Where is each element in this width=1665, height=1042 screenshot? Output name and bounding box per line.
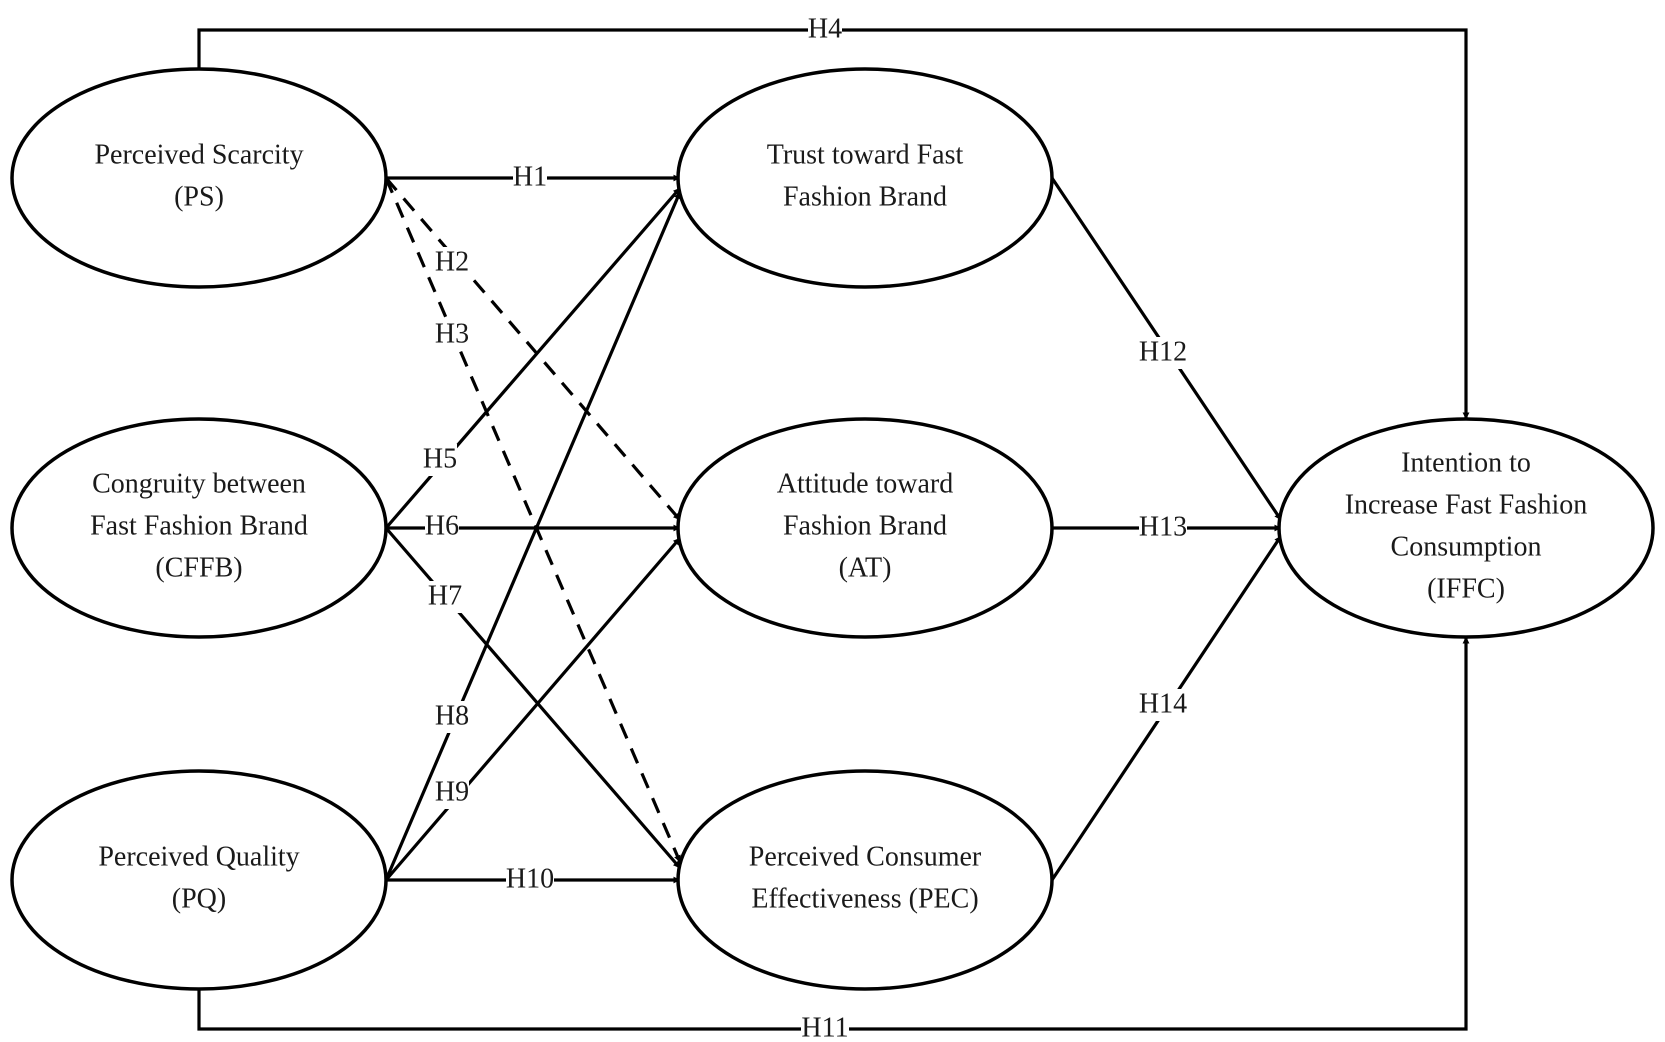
edge-h5-cffb-to-tr — [384, 186, 682, 530]
construct-label-line: Perceived Consumer — [749, 841, 982, 872]
construct-label-line: Attitude toward — [777, 468, 954, 499]
construct-label-line: Effectiveness (PEC) — [751, 883, 978, 914]
construct-label-line: (PQ) — [172, 883, 226, 914]
edge-label-background — [423, 444, 457, 476]
hypothesis-label-h6: H6 — [425, 510, 459, 541]
construct-node-pq: Perceived Quality (PQ) — [10, 769, 388, 991]
hypothesis-label-h4: H4 — [808, 13, 842, 44]
edge-label-background — [435, 247, 469, 279]
construct-label-line: Perceived Scarcity — [94, 139, 303, 170]
hypothesis-label-h3: H3 — [435, 318, 469, 349]
construct-label-line: Fashion Brand — [783, 510, 947, 541]
construct-label-line: (PS) — [174, 181, 224, 212]
construct-label-line: Fast Fashion Brand — [90, 510, 308, 541]
construct-label-line: (IFFC) — [1427, 573, 1505, 604]
construct-ellipse — [10, 769, 388, 991]
edge-label-background — [808, 14, 842, 46]
hypothesis-label-h9: H9 — [435, 776, 469, 807]
edge-h9-pq-to-at — [384, 536, 682, 882]
construct-label-line: (AT) — [839, 552, 892, 583]
edge-label-background — [435, 701, 469, 733]
hypothesis-label-h12: H12 — [1139, 336, 1187, 367]
edge-h8-pq-to-tr — [384, 191, 682, 881]
edge-label-background — [428, 581, 462, 613]
edge-label-background — [425, 511, 459, 543]
construct-label-line: (CFFB) — [155, 552, 242, 583]
construct-label-line: Increase Fast Fashion — [1345, 489, 1588, 520]
edge-label-background — [435, 777, 469, 809]
construct-node-ps: Perceived Scarcity (PS) — [10, 67, 388, 289]
hypothesis-label-h13: H13 — [1139, 511, 1187, 542]
edge-label-background — [513, 162, 547, 194]
construct-label-line: Intention to — [1401, 447, 1531, 478]
hypothesis-label-h5: H5 — [423, 443, 457, 474]
edge-label-background — [435, 319, 469, 351]
construct-ellipse — [676, 417, 1054, 639]
hypothesis-label-h10: H10 — [506, 863, 554, 894]
edge-label-background — [1139, 512, 1187, 544]
construct-label-line: Fashion Brand — [783, 181, 947, 212]
construct-ellipse — [1277, 417, 1655, 639]
edge-label-background — [506, 864, 554, 896]
hypothesis-label-h2: H2 — [435, 246, 469, 277]
edge-h2-ps-to-at — [384, 176, 682, 522]
edge-label-background — [801, 1013, 849, 1042]
construct-label-line: Trust toward Fast — [767, 139, 964, 170]
construct-ellipse — [10, 67, 388, 289]
hypothesis-label-h11: H11 — [801, 1012, 848, 1042]
construct-node-iffc: Intention to Increase Fast FashionConsump… — [1277, 417, 1655, 639]
hypothesis-label-h14: H14 — [1139, 688, 1187, 719]
hypothesis-label-h1: H1 — [513, 161, 547, 192]
construct-ellipse — [10, 417, 388, 639]
construct-label-line: Congruity between — [92, 468, 306, 499]
construct-ellipse — [676, 769, 1054, 991]
edge-label-background — [1139, 337, 1187, 369]
edge-label-background — [1139, 689, 1187, 721]
edge-h7-cffb-to-pec — [384, 526, 682, 870]
construct-label-line: Perceived Quality — [98, 841, 299, 872]
hypothesis-label-h7: H7 — [428, 580, 462, 611]
construct-ellipse — [676, 67, 1054, 289]
construct-label-line: Consumption — [1391, 531, 1542, 562]
hypothesis-label-h8: H8 — [435, 700, 469, 731]
nodes-layer: Perceived Scarcity(PS)Congruity betweenF… — [10, 67, 1655, 991]
